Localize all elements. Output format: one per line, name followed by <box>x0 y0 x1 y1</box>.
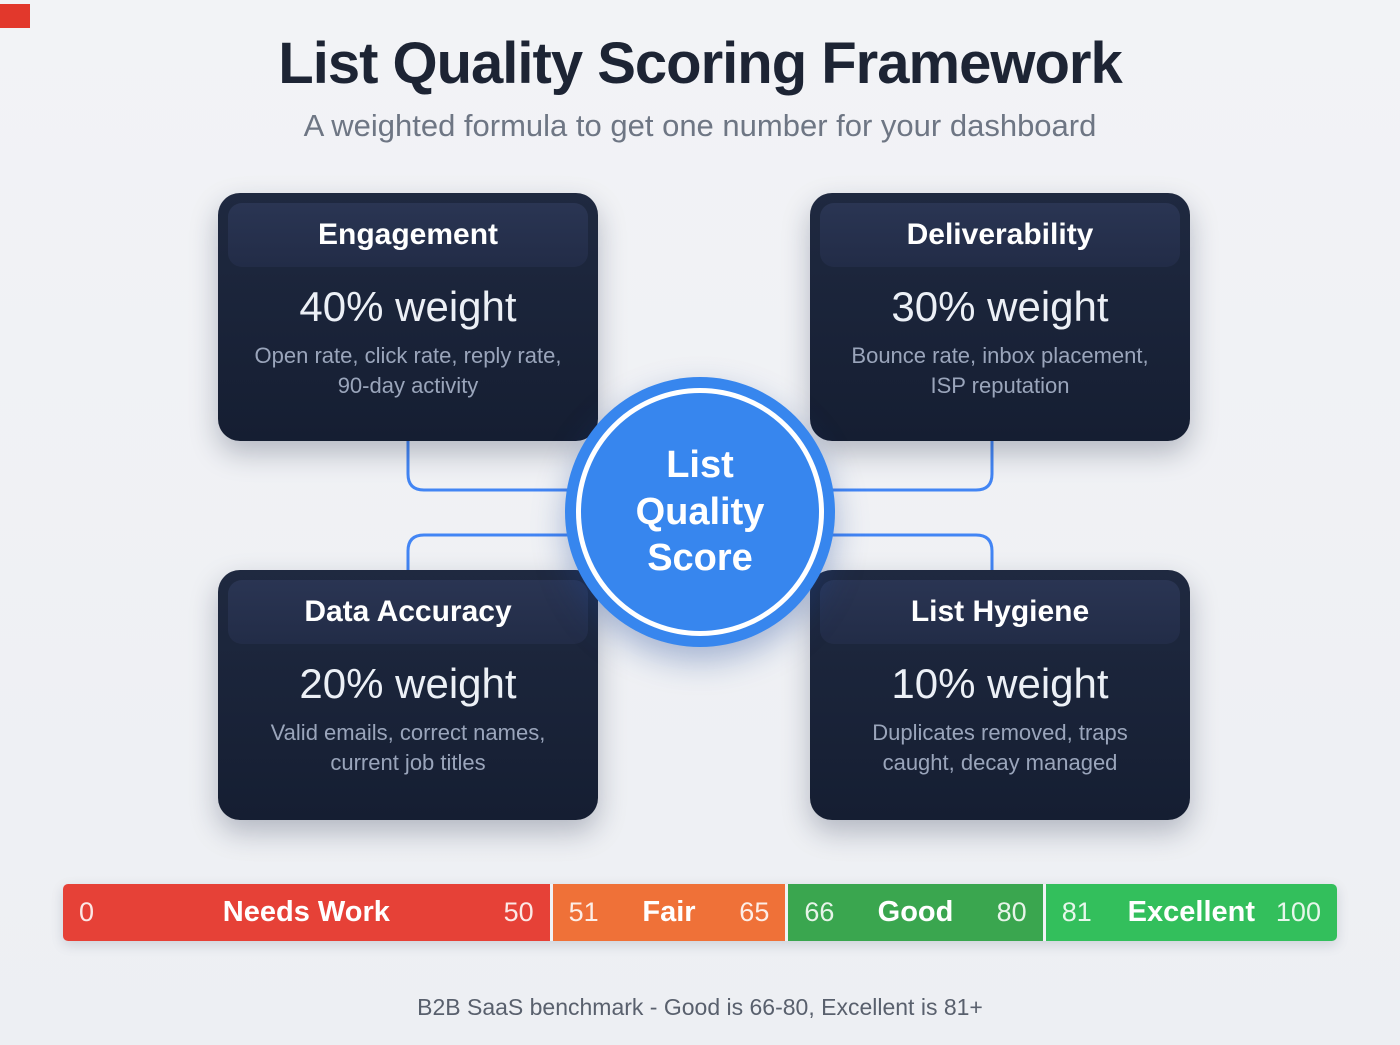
card-list-hygiene-weight: 10% weight <box>891 660 1109 707</box>
score-scale: 0 Needs Work 50 51 Fair 65 66 Good 80 81… <box>63 884 1337 941</box>
score-circle-line-1: List <box>666 444 734 487</box>
card-engagement: Engagement 40% weight Open rate, click r… <box>218 193 598 441</box>
card-engagement-title: Engagement <box>317 218 499 251</box>
segment-min: 81 <box>1061 897 1092 927</box>
segment-max: 50 <box>503 897 534 927</box>
card-engagement-description: Open rate, click rate, reply rate, 90-da… <box>254 343 562 399</box>
score-circle-line-3: Score <box>647 537 753 580</box>
segment-label: Needs Work <box>222 896 390 928</box>
scale-segment-excellent: 81 Excellent 100 <box>1042 884 1337 941</box>
segment-label: Fair <box>642 896 696 928</box>
card-deliverability-description: Bounce rate, inbox placement, ISP reputa… <box>851 343 1149 399</box>
card-deliverability-title: Deliverability <box>906 218 1094 251</box>
card-list-hygiene: List Hygiene 10% weight Duplicates remov… <box>810 570 1190 820</box>
scale-segment-fair: 51 Fair 65 <box>549 884 786 941</box>
card-deliverability-weight: 30% weight <box>891 283 1109 330</box>
segment-label: Excellent <box>1127 896 1255 928</box>
scale-segment-needs-work: 0 Needs Work 50 <box>63 884 550 941</box>
card-data-accuracy-title: Data Accuracy <box>304 595 512 628</box>
corner-marker <box>0 4 30 28</box>
card-engagement-header: Engagement <box>228 203 588 267</box>
score-circle-label: List Quality Score <box>636 442 765 581</box>
card-engagement-weight: 40% weight <box>299 283 517 330</box>
page-title: List Quality Scoring Framework <box>278 31 1122 96</box>
card-data-accuracy-header: Data Accuracy <box>228 580 588 644</box>
card-list-hygiene-title: List Hygiene <box>910 595 1090 628</box>
card-deliverability-header: Deliverability <box>820 203 1180 267</box>
card-deliverability: Deliverability 30% weight Bounce rate, i… <box>810 193 1190 441</box>
card-list-hygiene-header: List Hygiene <box>820 580 1180 644</box>
card-list-hygiene-description: Duplicates removed, traps caught, decay … <box>872 720 1128 776</box>
segment-min: 0 <box>79 897 95 927</box>
segment-min: 66 <box>804 897 835 927</box>
page-subtitle: A weighted formula to get one number for… <box>303 108 1097 143</box>
segment-max: 65 <box>739 897 770 927</box>
card-data-accuracy-description: Valid emails, correct names, current job… <box>270 720 546 776</box>
segment-max: 100 <box>1275 897 1321 927</box>
score-circle-line-2: Quality <box>635 490 765 533</box>
scale-segment-good: 66 Good 80 <box>785 884 1043 941</box>
segment-min: 51 <box>568 897 599 927</box>
benchmark-note: B2B SaaS benchmark - Good is 66-80, Exce… <box>417 994 983 1020</box>
segment-label: Good <box>877 896 954 928</box>
segment-max: 80 <box>996 897 1027 927</box>
card-data-accuracy: Data Accuracy 20% weight Valid emails, c… <box>218 570 598 820</box>
score-circle: List Quality Score <box>565 377 835 647</box>
card-data-accuracy-weight: 20% weight <box>299 660 517 707</box>
